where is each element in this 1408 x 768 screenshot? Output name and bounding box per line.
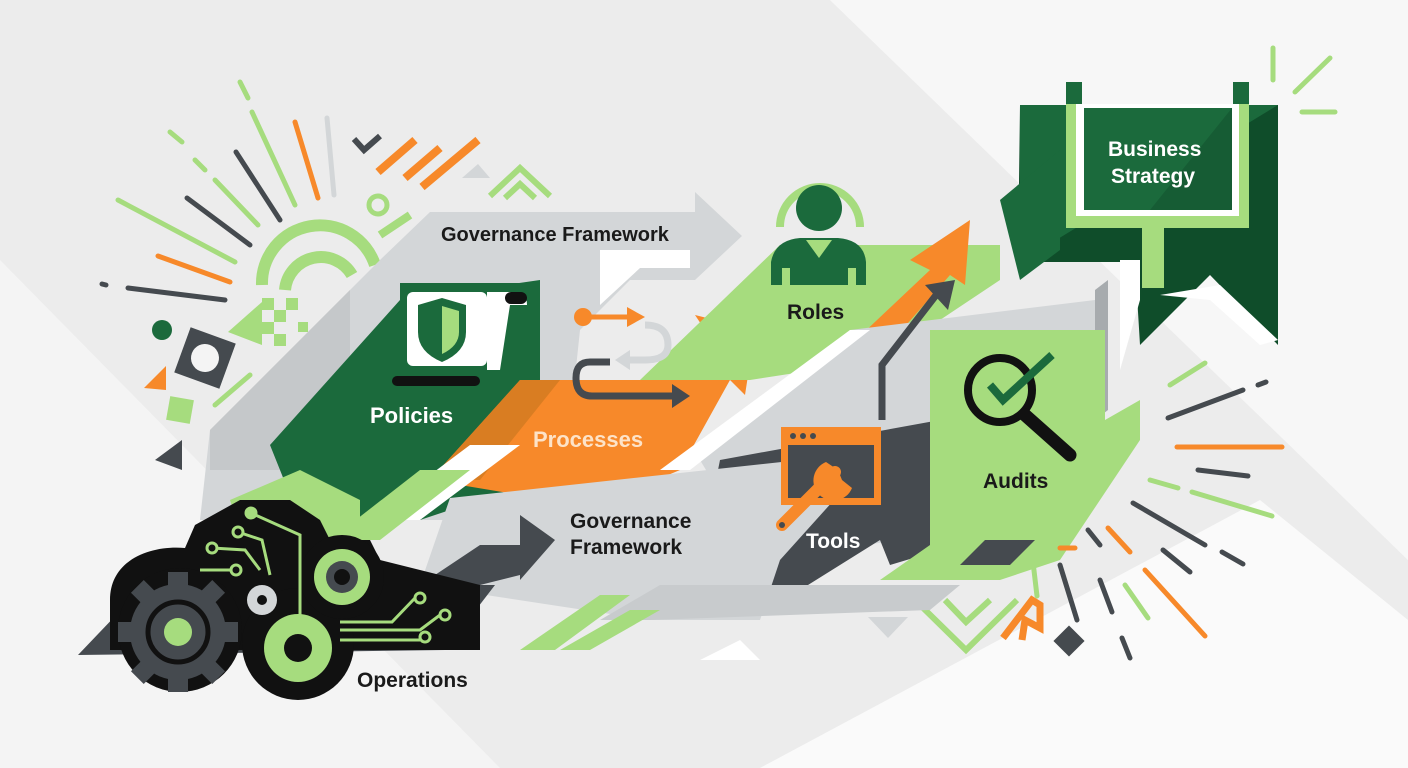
left-burst-rays xyxy=(99,79,337,408)
tools-label: Tools xyxy=(806,530,861,553)
concentric-arcs xyxy=(255,219,381,291)
roles-label: Roles xyxy=(787,301,845,324)
square-ring-shape xyxy=(174,327,236,389)
magnifier-check-icon xyxy=(964,352,1077,462)
growth-arrow xyxy=(840,220,970,355)
governance-framework-bottom-label-line1: Governance xyxy=(570,510,692,533)
governance-bottom-band xyxy=(420,460,870,620)
bottom-chevrons xyxy=(912,597,1020,655)
flow-arrows-icon xyxy=(572,307,690,408)
audits-label: Audits xyxy=(983,470,1049,493)
business-strategy-label-line2: Strategy xyxy=(1111,165,1196,188)
person-icon xyxy=(771,183,866,285)
roles-band xyxy=(640,245,1000,380)
audits-panel xyxy=(880,330,1140,580)
business-strategy-label-line1: Business xyxy=(1108,138,1202,161)
processes-label: Processes xyxy=(533,427,644,452)
bottom-dark-arrow xyxy=(420,515,555,585)
checker-pattern xyxy=(228,298,308,346)
governance-framework-top-label: Governance Framework xyxy=(441,224,669,246)
orange-slashes xyxy=(375,136,481,191)
gears-circuit-icon xyxy=(110,500,480,700)
operations-label: Operations xyxy=(357,669,468,692)
top-chevrons xyxy=(487,163,553,201)
shield-document-icon xyxy=(392,283,530,386)
top-right-rays xyxy=(1270,45,1338,115)
right-burst-rays xyxy=(1030,360,1285,661)
policies-label: Policies xyxy=(370,403,454,428)
green-dot xyxy=(152,320,172,340)
governance-framework-bottom-label-line2: Framework xyxy=(570,536,683,559)
small-check-icon xyxy=(351,133,382,155)
wrench-window-icon xyxy=(776,427,881,531)
